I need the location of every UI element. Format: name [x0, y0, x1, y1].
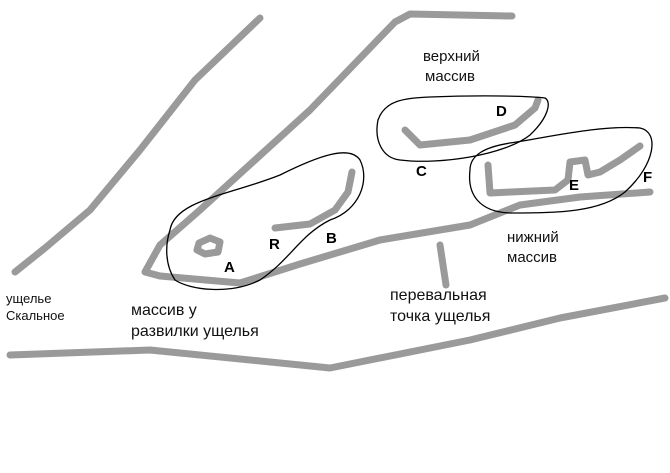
point-a-label: A: [224, 259, 235, 276]
point-c-label: C: [416, 163, 427, 180]
gorge-line: [6, 294, 669, 372]
point-d-label: D: [496, 103, 507, 120]
fork-ridge-line: [271, 168, 356, 232]
fork-inner-loop: [193, 234, 224, 258]
gorge-label-line1: ущелье: [6, 291, 52, 306]
gorge-label: ущелье Скальное: [6, 290, 65, 324]
fork-massif-outline: [166, 152, 365, 291]
upper-massif-label-line2: массив: [425, 68, 476, 85]
central-ridge-line: [156, 188, 654, 287]
point-r-label: R: [269, 236, 280, 253]
lower-massif-label-line2: массив: [507, 249, 558, 266]
fork-massif-label: массив у развилки ущелья: [131, 300, 259, 342]
point-f-label: F: [643, 169, 653, 186]
left-ridge-line: [11, 14, 264, 276]
upper-ridge-line: [401, 96, 542, 149]
pass-label-line1: перевальная: [390, 287, 487, 304]
lower-massif-outline: [468, 126, 653, 214]
pass-label-line2: точка ущелья: [390, 308, 491, 325]
lower-massif-label-line1: нижний: [507, 229, 559, 246]
gorge-label-line2: Скальное: [6, 308, 65, 323]
point-b-label: B: [326, 230, 337, 247]
pass-label: перевальная точка ущелья: [390, 285, 490, 327]
point-e-label: E: [569, 177, 580, 194]
fork-massif-label-line2: развилки ущелья: [131, 323, 259, 340]
upper-massif-outline: [376, 95, 549, 162]
lower-massif-label: нижний массив: [507, 228, 559, 268]
main-ridge-line: [141, 10, 516, 280]
upper-massif-label-line1: верхний: [423, 48, 480, 65]
upper-massif-label: верхний массив: [423, 47, 480, 87]
lower-ridge-line: [484, 142, 644, 197]
pass-line: [436, 241, 450, 289]
fork-massif-label-line1: массив у: [131, 302, 197, 319]
